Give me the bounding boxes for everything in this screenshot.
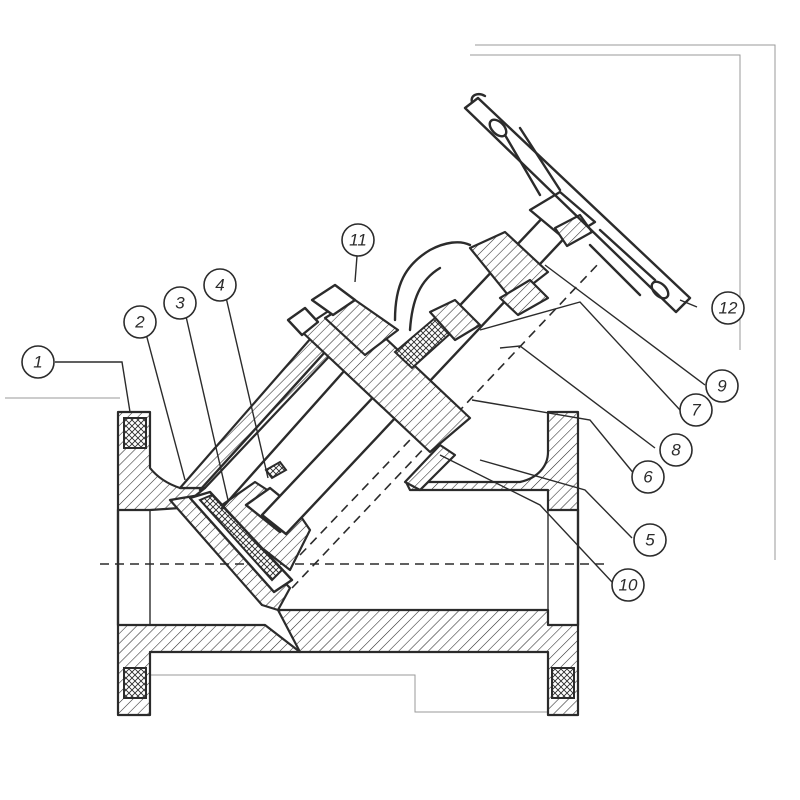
balloon-label: 7	[691, 401, 701, 420]
balloon-part-9: 9	[705, 369, 739, 403]
yoke	[393, 190, 597, 332]
balloon-label: 10	[619, 576, 638, 595]
balloon-part-2: 2	[123, 305, 157, 339]
disc-washer	[264, 460, 288, 480]
flange-bolt-hole-left	[123, 667, 147, 699]
balloon-part-5: 5	[633, 523, 667, 557]
seal-gasket	[198, 493, 284, 582]
bonnet-bolt-head	[286, 306, 320, 337]
handwheel	[463, 93, 692, 314]
flange-bolt-hole-right	[551, 667, 575, 699]
frame-lines	[5, 44, 776, 713]
balloon-label: 8	[671, 441, 681, 460]
balloon-part-8: 8	[659, 433, 693, 467]
bonnet	[198, 283, 482, 510]
valve-body	[100, 328, 610, 717]
balloon-part-10: 10	[611, 568, 645, 602]
balloon-label: 12	[719, 299, 738, 318]
balloon-label: 2	[134, 313, 145, 332]
balloon-label: 3	[175, 294, 185, 313]
balloon-label: 6	[643, 468, 653, 487]
balloon-label: 4	[215, 276, 224, 295]
balloon-part-3: 3	[163, 286, 197, 320]
balloon-label: 11	[349, 231, 367, 250]
flange-bolt-hole-left-top	[123, 417, 147, 449]
balloon-part-11: 11	[341, 223, 375, 257]
balloon-part-12: 12	[711, 291, 745, 325]
balloon-part-4: 4	[203, 268, 237, 302]
leader-lines	[55, 242, 706, 583]
balloon-part-1: 1	[21, 345, 55, 379]
balloons: 1 2 3 4 5 6 7 8 9 10 11	[21, 223, 745, 602]
balloon-part-7: 7	[679, 393, 713, 427]
balloon-label: 9	[717, 377, 727, 396]
balloon-part-6: 6	[631, 460, 665, 494]
balloon-label: 5	[645, 531, 655, 550]
balloon-label: 1	[33, 353, 42, 372]
